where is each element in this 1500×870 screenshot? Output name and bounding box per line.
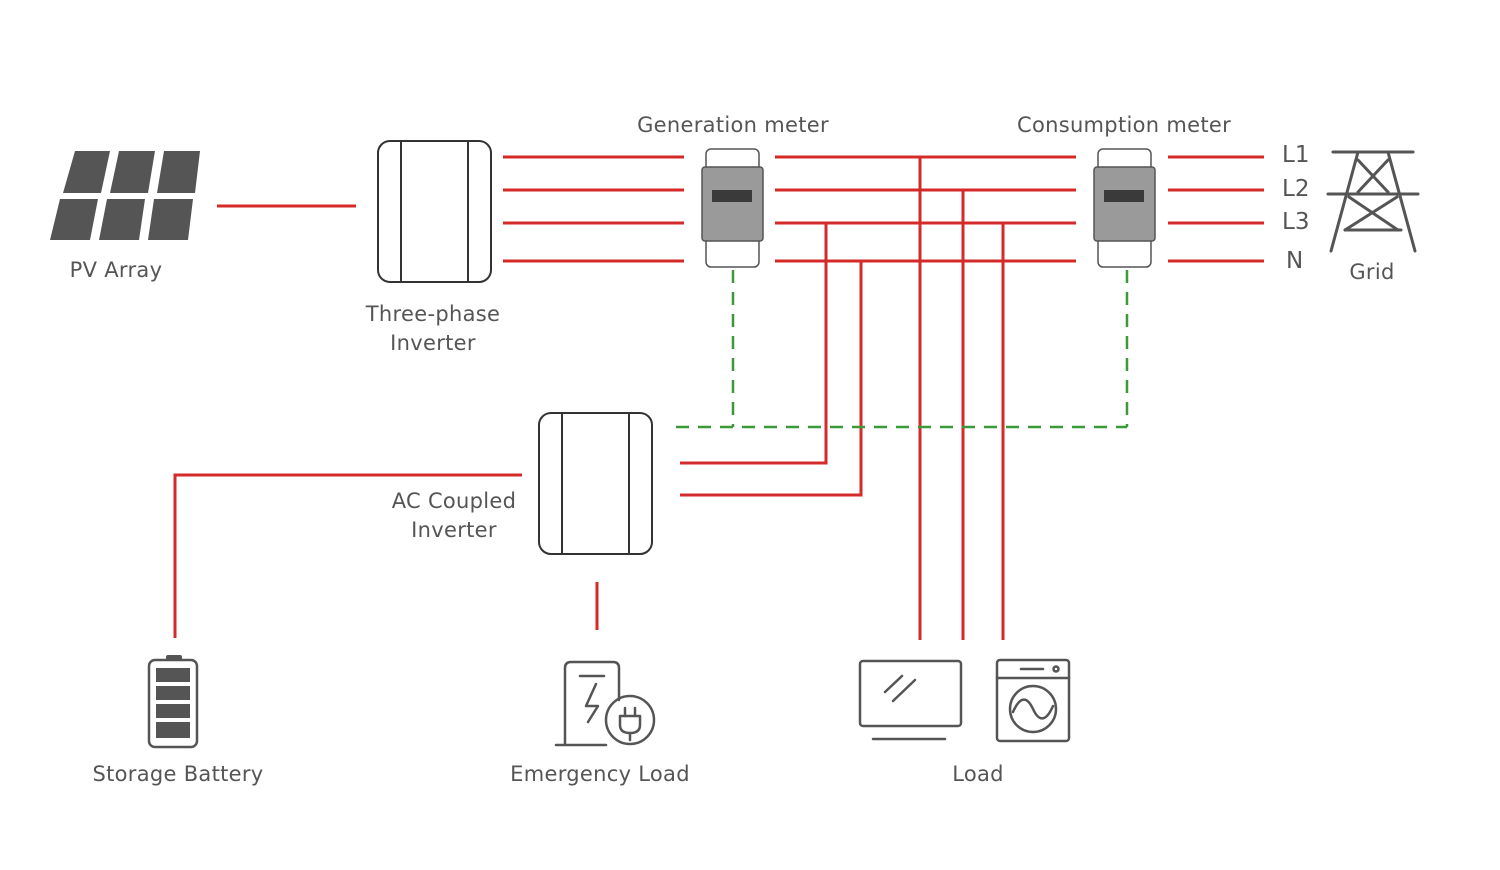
- three-phase-inverter-label-line1: Three-phase: [365, 302, 501, 326]
- ac-inverter-n-tap: [680, 261, 863, 497]
- pv-array-label: PV Array: [69, 258, 163, 282]
- phase-label-l1: L1: [1282, 142, 1310, 168]
- phase-label-n: N: [1286, 248, 1304, 274]
- emergency-load-label: Emergency Load: [510, 762, 690, 786]
- ac-inverter-label-line2: Inverter: [411, 518, 497, 542]
- ac-inverter-l3-tap: [680, 223, 828, 465]
- generation-meter-label: Generation meter: [637, 113, 829, 137]
- consumption-meter-icon: [1093, 148, 1156, 268]
- grid-label: Grid: [1349, 260, 1395, 284]
- load-label: Load: [952, 762, 1004, 786]
- phase-label-l3: L3: [1282, 209, 1310, 235]
- solar-panel-icon: [50, 151, 200, 240]
- inverter-icon: [377, 140, 492, 283]
- power-lines: [173, 155, 1264, 640]
- monitor-icon: [858, 659, 963, 741]
- ac-inverter-icon: [538, 412, 653, 555]
- washing-machine-icon: [995, 658, 1071, 743]
- three-phase-inverter-label-line2: Inverter: [390, 331, 476, 355]
- emergency-load-icon: [554, 660, 656, 747]
- ac-inverter-label-line1: AC Coupled: [391, 489, 517, 513]
- phase-label-l2: L2: [1282, 176, 1310, 202]
- consumption-meter-label: Consumption meter: [1016, 113, 1232, 137]
- battery-line: [173, 473, 522, 638]
- grid-tower-icon: [1326, 150, 1420, 253]
- generation-meter-icon: [701, 148, 764, 268]
- comm-lines: [676, 270, 1129, 429]
- battery-icon: [147, 655, 199, 749]
- storage-battery-label: Storage Battery: [92, 762, 264, 786]
